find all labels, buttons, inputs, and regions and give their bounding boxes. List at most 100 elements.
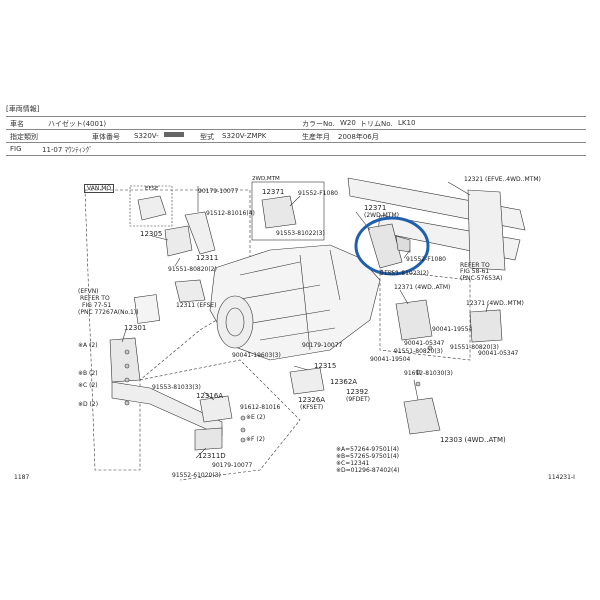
trim-no-value: LK10: [398, 119, 416, 127]
page-number-left: 1187: [14, 474, 30, 481]
label-91612-81016: 91612-81016: [240, 404, 281, 411]
label-90179-10077-b: 90179-10077: [212, 462, 253, 469]
group-boundary-left: [84, 189, 251, 471]
label-91551-81023: 91551-81023(2): [380, 270, 429, 277]
bolt: [240, 437, 246, 443]
label-91553-81022: 91553-81022(3): [276, 230, 325, 237]
label-91551-80820-b: 91551-80820(3): [450, 344, 499, 351]
label-ref-b: ※B (2): [78, 370, 98, 377]
header-rule: [6, 116, 586, 117]
label-12371-4wd-mtm: 12371 (4WD..MTM): [466, 300, 524, 307]
color-no-key: カラーNo.: [302, 120, 335, 128]
bracket-12303: [403, 397, 441, 435]
label-pnc-77267a: (PNC 77267A(No.1)): [78, 309, 139, 316]
label-12392: 12392: [346, 388, 369, 396]
bolt: [124, 400, 130, 406]
label-van-mo: VAN,MO: [84, 184, 115, 193]
page-number-right: 114231-I: [548, 474, 575, 481]
label-90041-19504: 90041-19504: [370, 356, 411, 363]
bolt: [415, 381, 421, 387]
bracket-arm: [184, 211, 216, 255]
fig-value: 11-07 ﾏｳﾝﾃｨﾝｸﾞ: [42, 146, 93, 154]
bracket-12311-efse: [174, 279, 206, 303]
label-12303: 12303 (4WD..ATM): [440, 436, 506, 444]
label-12362a: 12362A: [330, 378, 358, 386]
engine-details: [234, 249, 341, 351]
model-key: 型式: [200, 133, 214, 141]
label-91552-61020: 91552-61020(3): [172, 472, 221, 479]
label-ref-a: ※A (2): [78, 342, 98, 349]
label-refer-to-a: REFER TO: [80, 295, 110, 302]
mount-12371-bolt: [395, 235, 411, 253]
bolt: [240, 427, 246, 433]
redacted-chassis: [164, 132, 184, 137]
bolt: [415, 369, 421, 375]
label-ref-c: ※C (2): [78, 382, 98, 389]
legend-d: ※D=01296-87402(4): [336, 467, 400, 474]
header-rule: [6, 129, 586, 130]
label-12315: 12315: [314, 362, 337, 370]
label-12371-main: 12371: [364, 204, 387, 212]
plate-77267a: [133, 294, 161, 324]
header-rule: [6, 142, 586, 143]
label-91512-81016: 91512-81016(4): [206, 210, 255, 217]
label-91553-81033: 91553-81033(3): [152, 384, 201, 391]
2wd-mtm-inset-box: [251, 181, 325, 241]
label-90041-19554: 90041-19554: [432, 326, 473, 333]
flywheel-inner: [225, 307, 245, 337]
bracket-12305: [164, 225, 193, 257]
label-91612-81030: 91612-81030(3): [404, 370, 453, 377]
vehicle-info-header: [車両情報] 車名 ハイゼット(4001) カラーNo. W20 トリムNo. …: [6, 104, 586, 164]
fig-key: FIG: [10, 145, 22, 153]
group-boundary-bottom: [139, 359, 301, 481]
label-2wd-mtm-main: (2WD,MTM): [364, 212, 399, 219]
label-ref-e: ※E (2): [246, 414, 266, 421]
label-efse: EFSE: [145, 186, 159, 192]
bolt: [427, 345, 433, 351]
section-title: [車両情報]: [6, 105, 40, 113]
label-12311-efse: 12311 (EFSE): [176, 302, 217, 309]
label-90041-05347-a: 90041-05347: [404, 340, 445, 347]
frame-rail-right: [467, 189, 506, 271]
label-efvn: (EFVN): [78, 288, 99, 295]
label-12301: 12301: [124, 324, 147, 332]
legend-b: ※B=57265-97501(4): [336, 453, 400, 460]
bolt: [124, 349, 130, 355]
label-12311d: 12311D: [198, 452, 226, 460]
label-ref-d: ※D (2): [78, 401, 99, 408]
label-12371-4wd-atm: 12371 (4WD..ATM): [394, 284, 451, 291]
chassis-value: S320V-: [134, 132, 159, 140]
label-ref-f: ※F (2): [246, 436, 265, 443]
bolt: [124, 377, 130, 383]
label-90179-10077-c: 90179-10077: [302, 342, 343, 349]
crossmember-lower: [194, 427, 223, 451]
production-value: 2008年06月: [338, 133, 379, 141]
label-90041-19603: 90041-19603(3): [232, 352, 281, 359]
highlight-circle: [354, 216, 430, 276]
label-9fdet: (9FDET): [346, 396, 371, 403]
efse-inset-box: [129, 185, 173, 227]
label-12326a: 12326A: [298, 396, 326, 404]
label-12316a: 12316A: [196, 392, 224, 400]
mount-12371-4wd-mtm: [469, 309, 503, 343]
label-91552-f1080-a: 91552-F1080: [298, 190, 338, 197]
chassis-key: 車体番号: [92, 133, 120, 141]
group-boundary-right: [379, 269, 471, 361]
mount-2wd-mtm: [261, 195, 297, 229]
bolt: [124, 363, 130, 369]
label-12321: 12321 (EFVE..4WD..MTM): [464, 176, 541, 183]
label-fig-77-51: FIG 77-51: [82, 302, 112, 309]
label-91552-f1080-b: 91552-F1080: [406, 256, 446, 263]
label-90179-10077-a: 90179-10077: [198, 188, 239, 195]
bracket-12362a: [289, 367, 325, 395]
label-91551-80820: 91551-80820(2): [168, 266, 217, 273]
color-no-value: W20: [340, 119, 356, 127]
flywheel-housing: [216, 295, 254, 349]
efse-bracket: [137, 195, 167, 221]
legend-c: ※C=12341: [336, 460, 370, 467]
label-12305: 12305: [140, 230, 163, 238]
label-refer-to-b: REFER TO: [460, 262, 490, 269]
leader-lines: [121, 181, 489, 459]
model-value: S320V-ZMPK: [222, 132, 267, 140]
